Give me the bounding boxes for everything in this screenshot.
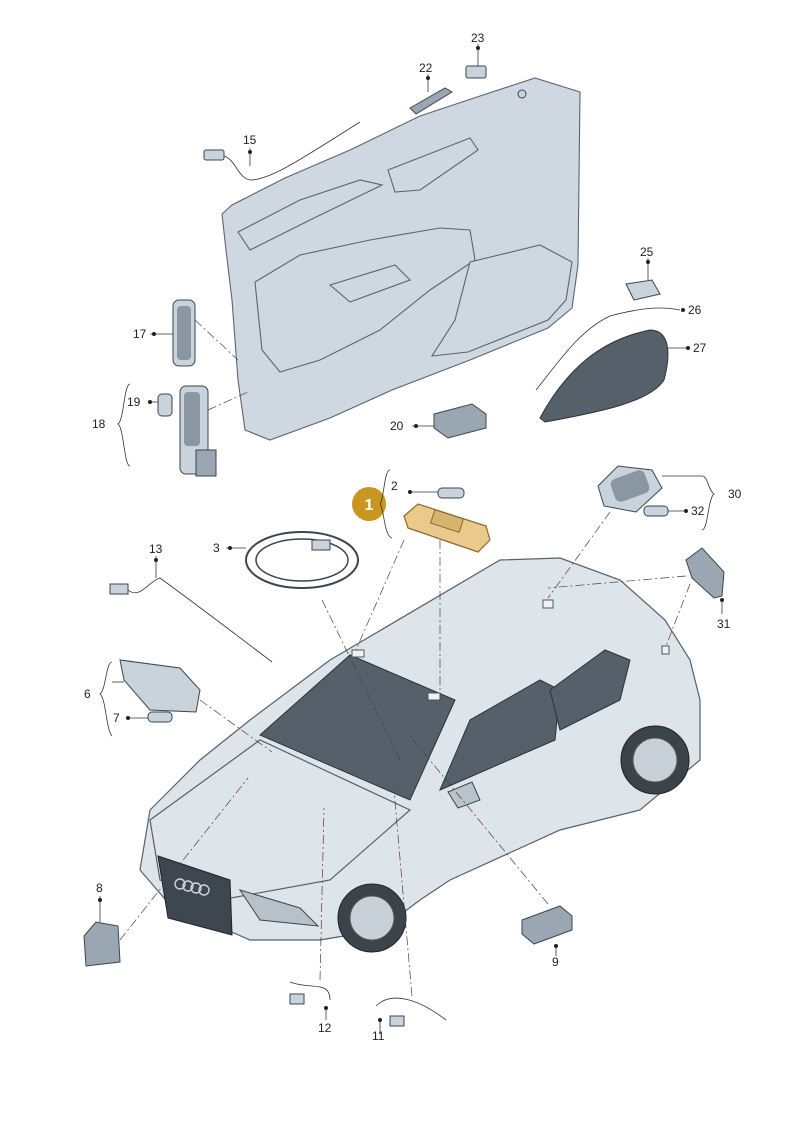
leader-6 [199, 699, 273, 753]
part-27-speaker-cover[interactable] [539, 329, 690, 423]
label-20: 20 [390, 419, 404, 433]
label-17: 17 [133, 327, 147, 341]
leader-8 [119, 777, 249, 941]
label-2: 2 [391, 479, 398, 493]
label-25: 25 [640, 245, 654, 259]
part-3-light-ring[interactable] [226, 531, 359, 589]
brace-30 [662, 475, 715, 531]
label-15: 15 [243, 133, 257, 147]
door-trim-panel[interactable] [221, 77, 581, 441]
label-19: 19 [127, 395, 141, 409]
part-32-bulb[interactable] [643, 505, 688, 517]
part-20-control-unit[interactable] [412, 403, 487, 439]
label-8: 8 [96, 881, 103, 895]
part-9-control-module[interactable] [521, 905, 573, 956]
leader-9 [409, 735, 549, 905]
part-2-bulb[interactable] [408, 487, 465, 499]
label-18: 18 [92, 417, 106, 431]
label-9: 9 [552, 955, 559, 969]
label-7: 7 [113, 711, 120, 725]
part-25-connector[interactable] [625, 258, 661, 301]
part-26-light-guide[interactable] [535, 307, 685, 391]
highlight-badge: 1 [352, 487, 386, 521]
label-6: 6 [84, 687, 91, 701]
part-30-rear-lamp[interactable] [597, 465, 663, 513]
label-3: 3 [213, 541, 220, 555]
part-1-interior-light[interactable] [403, 503, 491, 553]
part-22-light-strip[interactable] [409, 74, 453, 115]
label-30: 30 [728, 487, 742, 501]
part-13-wire-harness[interactable] [109, 556, 273, 663]
leader-3 [321, 599, 401, 761]
part-19-bulb[interactable] [148, 393, 173, 417]
label-23: 23 [471, 31, 485, 45]
label-26: 26 [688, 303, 702, 317]
label-32: 32 [691, 504, 705, 518]
part-12-wire[interactable] [289, 981, 331, 1020]
part-18-lamp-housing[interactable] [179, 385, 217, 477]
brace-18 [117, 383, 131, 467]
label-12: 12 [318, 1021, 332, 1035]
leader-11 [393, 789, 413, 997]
leader-18 [207, 391, 249, 411]
part-8-switch[interactable] [83, 896, 121, 967]
part-15-wire-harness[interactable] [203, 121, 361, 181]
label-31: 31 [717, 617, 731, 631]
label-11: 11 [372, 1029, 385, 1043]
leader-31 [547, 575, 691, 647]
car-body [139, 557, 701, 953]
leader-12 [319, 807, 325, 981]
part-17-door-lamp[interactable] [150, 299, 196, 367]
label-13: 13 [149, 542, 163, 556]
label-27: 27 [693, 341, 707, 355]
svg-text:1: 1 [365, 497, 374, 514]
part-7-bulb[interactable] [126, 711, 173, 723]
part-6-reading-lamp[interactable] [112, 659, 201, 713]
label-22: 22 [419, 61, 433, 75]
leader-30 [547, 511, 611, 599]
leader-17 [194, 319, 239, 361]
brace-1 [379, 469, 393, 539]
leader-1 [355, 539, 441, 700]
part-31-lock-switch[interactable] [685, 547, 725, 614]
part-23-bulb-socket[interactable] [465, 44, 487, 79]
brace-6 [99, 661, 113, 737]
part-11-wire[interactable] [375, 997, 447, 1034]
